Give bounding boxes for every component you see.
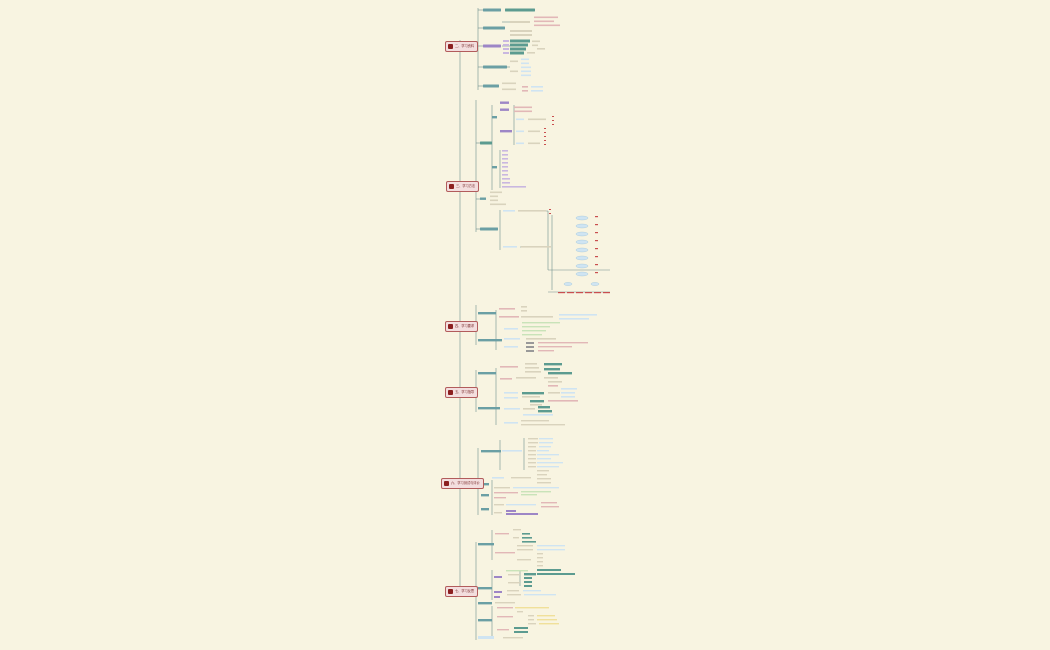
bubble-nodes <box>563 215 600 286</box>
detail-nodes-lower <box>478 306 597 639</box>
main-node-test-evaluation[interactable]: 六、学习测试与评价 <box>441 478 484 489</box>
main-node-label: 三、学习方法 <box>456 183 476 188</box>
main-node-study-reflection[interactable]: 七、学习反思 <box>445 586 479 597</box>
section-icon <box>448 589 453 594</box>
main-node-study-requirements[interactable]: 四、学习要求 <box>445 321 479 332</box>
section-icon <box>448 324 453 329</box>
section-icon <box>444 481 449 486</box>
main-node-label: 七、学习反思 <box>455 588 475 593</box>
section-icon <box>448 44 453 49</box>
main-node-label: 五、学习指导 <box>455 389 475 394</box>
main-node-study-methods[interactable]: 三、学习方法 <box>446 181 480 192</box>
main-node-study-guidance[interactable]: 五、学习指导 <box>445 387 479 398</box>
main-node-label: 四、学习要求 <box>455 323 475 328</box>
detail-nodes <box>480 8 560 248</box>
main-node-label: 二、学习资料 <box>455 43 475 48</box>
section-icon <box>449 184 454 189</box>
section-icon <box>448 390 453 395</box>
main-node-study-materials[interactable]: 二、学习资料 <box>445 41 479 52</box>
red-labels <box>544 116 610 294</box>
main-node-label: 六、学习测试与评价 <box>451 480 480 485</box>
